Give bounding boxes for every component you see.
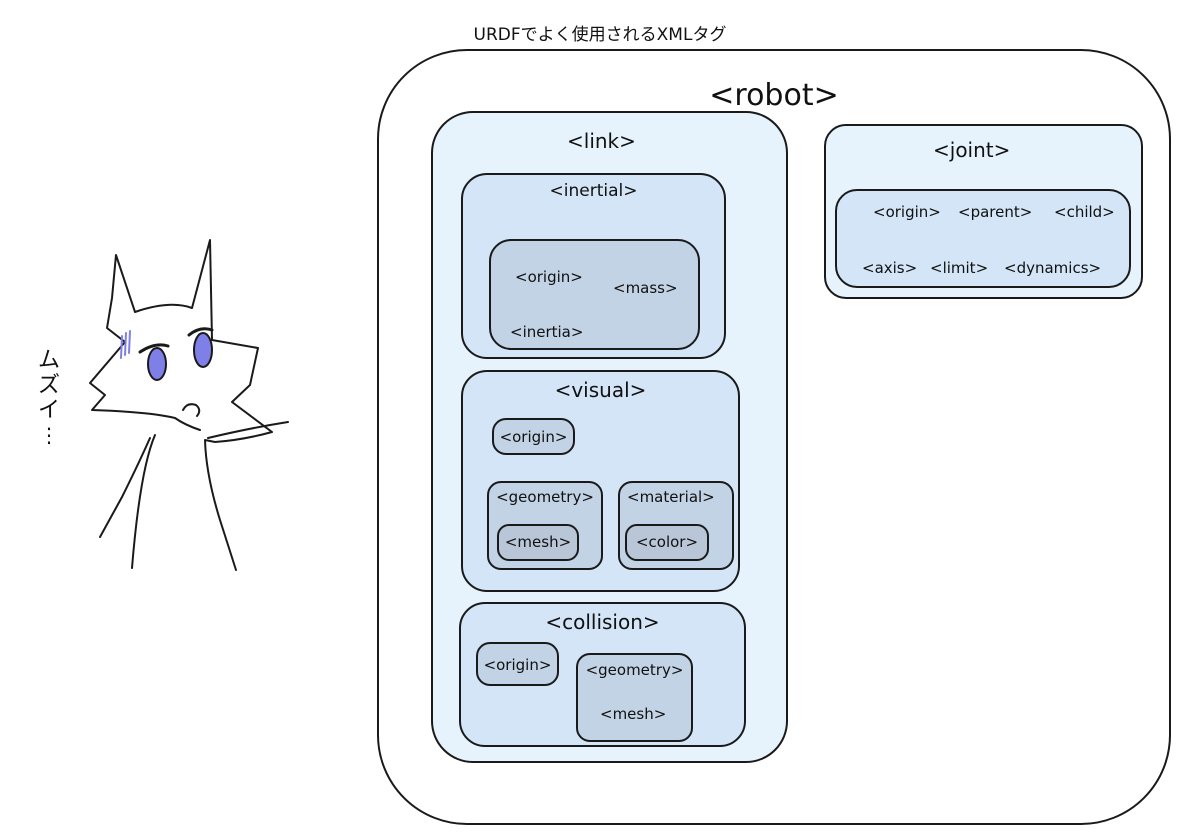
diagram-title: URDFでよく使用されるXMLタグ xyxy=(473,25,727,45)
inertial-mass: <mass> xyxy=(613,279,678,297)
joint-label: <joint> xyxy=(933,138,1011,162)
cat-arm-line xyxy=(207,421,289,439)
collision-origin: <origin> xyxy=(483,656,552,674)
speech-char: ズ xyxy=(37,373,60,398)
cat-eye-right xyxy=(193,332,213,368)
collision-origin-box: <origin> xyxy=(476,642,559,686)
joint-axis: <axis> xyxy=(862,259,918,277)
visual-material-label: <material> xyxy=(627,488,715,506)
collision-geometry-label: <geometry> xyxy=(585,661,684,679)
joint-child: <child> xyxy=(1054,203,1115,221)
inertial-origin: <origin> xyxy=(515,268,583,286)
inertial-items-box: <origin> <mass> <inertia> xyxy=(489,239,700,350)
joint-dynamics: <dynamics> xyxy=(1004,259,1102,277)
speech-text: ム ズ イ ⋮ xyxy=(36,348,62,448)
joint-parent: <parent> xyxy=(958,203,1033,221)
visual-geometry-label: <geometry> xyxy=(496,488,594,506)
joint-limit: <limit> xyxy=(930,259,989,277)
visual-color: <color> xyxy=(635,533,699,551)
cat-brow-left xyxy=(138,343,170,354)
cat-mascot xyxy=(89,239,289,571)
collision-label: <collision> xyxy=(545,610,660,634)
cat-blush-lines xyxy=(120,330,131,359)
visual-origin-box: <origin> xyxy=(492,418,575,455)
visual-mesh: <mesh> xyxy=(504,533,572,551)
joint-origin: <origin> xyxy=(873,203,941,221)
speech-char: イ xyxy=(37,398,60,423)
collision-geometry-box: <geometry> <mesh> xyxy=(576,653,693,742)
cat-mouth xyxy=(182,403,201,417)
visual-mesh-box: <mesh> xyxy=(497,524,579,561)
joint-items-box: <origin> <parent> <child> <axis> <limit>… xyxy=(835,189,1131,288)
visual-origin: <origin> xyxy=(499,428,568,446)
inertial-inertia: <inertia> xyxy=(510,323,584,341)
speech-char: ム xyxy=(37,348,60,373)
speech-char: ⋮ xyxy=(39,423,59,447)
link-label: <link> xyxy=(567,129,636,153)
inertial-label: <inertial> xyxy=(549,181,638,201)
cat-brow-right xyxy=(187,327,214,337)
visual-color-box: <color> xyxy=(625,524,709,561)
collision-mesh: <mesh> xyxy=(600,705,667,723)
visual-label: <visual> xyxy=(554,378,647,402)
cat-eye-left xyxy=(147,347,167,381)
cat-outline xyxy=(89,239,273,571)
robot-label: <robot> xyxy=(709,78,839,113)
